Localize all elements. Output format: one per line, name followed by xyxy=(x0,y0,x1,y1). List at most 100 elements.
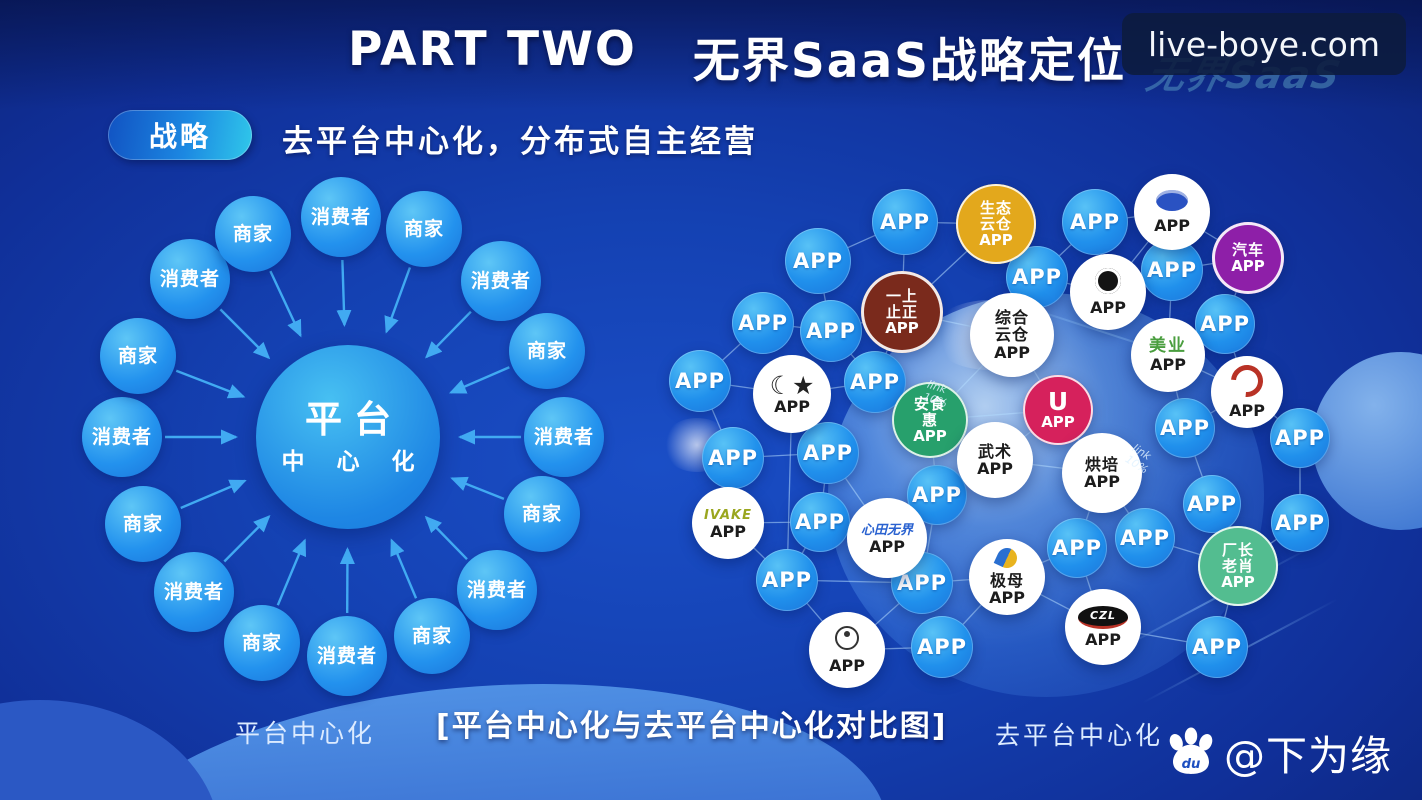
app-node-label: APP xyxy=(674,368,726,393)
app-node-label: 安食 xyxy=(913,394,946,413)
app-node-label: 云仓 xyxy=(979,214,1012,233)
participant-node-label: 商家 xyxy=(117,344,158,367)
app-node: APP xyxy=(756,549,818,611)
app-node: APP xyxy=(800,300,862,362)
app-node-label: APP xyxy=(849,369,901,394)
app-node-label: APP xyxy=(1150,354,1186,374)
app-node: APP xyxy=(907,465,967,525)
app-node: APP xyxy=(1271,494,1329,552)
app-node-label: 云仓 xyxy=(994,325,1029,345)
ivake-logo: IVAKE xyxy=(703,508,753,524)
app-node-label: 武术 xyxy=(977,441,1012,461)
participant-node-label: 商家 xyxy=(241,631,282,654)
app-node: APP xyxy=(1186,616,1248,678)
app-node: APP xyxy=(702,427,764,489)
app-node-label: 烘培 xyxy=(1084,454,1119,474)
participant-node-label: 消费者 xyxy=(470,269,531,292)
app-node-label: APP xyxy=(1090,298,1126,317)
author-watermark-text: @下为缘 xyxy=(1224,732,1392,780)
app-node-label: APP xyxy=(1159,415,1211,440)
participant-node-label: 消费者 xyxy=(466,578,527,601)
app-node-label: APP xyxy=(1051,535,1103,560)
spiral-logo xyxy=(1224,358,1270,404)
app-node-label: APP xyxy=(737,310,789,335)
left-diagram-label: 平台中心化 xyxy=(234,719,375,748)
person-logo xyxy=(835,626,859,656)
app-node-label: APP xyxy=(885,319,919,338)
app-node-label: APP xyxy=(879,209,931,234)
strategy-badge: 战略 xyxy=(108,110,252,160)
title-part: PART TWO xyxy=(348,22,637,77)
app-node-label: APP xyxy=(989,588,1025,608)
participant-node: 消费者 xyxy=(307,616,387,696)
app-node-label: APP xyxy=(794,509,846,534)
app-node: APP xyxy=(1115,508,1175,568)
app-node-label: 惠 xyxy=(921,410,938,429)
app-node-label: APP xyxy=(994,342,1030,362)
app-node: APP xyxy=(790,492,850,552)
participant-node: 消费者 xyxy=(150,239,230,319)
app-node-label: APP xyxy=(707,445,759,470)
branded-app-node: APP xyxy=(1211,356,1283,428)
app-node-label: APP xyxy=(911,482,963,507)
app-node: APP xyxy=(1183,475,1241,533)
participant-node: 消费者 xyxy=(524,397,604,477)
app-node-label: APP xyxy=(829,655,865,675)
app-node-label: APP xyxy=(869,537,905,557)
participant-node-label: 消费者 xyxy=(316,644,377,667)
app-node-label: APP xyxy=(1119,525,1171,550)
participant-node: 商家 xyxy=(509,313,585,389)
app-node-label: APP xyxy=(979,231,1013,250)
u-logo: U xyxy=(1047,387,1069,417)
comparison-caption: [平台中心化与去平台中心化对比图] xyxy=(436,709,948,744)
svg-text:du: du xyxy=(1182,757,1201,772)
participant-node: 商家 xyxy=(386,191,462,267)
meiye-logo: 美业 xyxy=(1149,336,1187,357)
app-node-label: APP xyxy=(1084,472,1120,491)
app-node-label: APP xyxy=(1146,257,1198,282)
branded-app-node: ☾★APP xyxy=(753,355,831,433)
participant-node-label: 商家 xyxy=(526,339,567,362)
participant-node: 商家 xyxy=(504,476,580,552)
app-node: APP xyxy=(844,351,906,413)
app-node-label: APP xyxy=(805,318,857,343)
participant-node: 消费者 xyxy=(461,241,541,321)
app-node-label: APP xyxy=(1085,630,1121,650)
participant-node: 消费者 xyxy=(301,177,381,257)
participant-node-label: 消费者 xyxy=(533,425,594,448)
app-node-label: APP xyxy=(1041,413,1075,432)
author-watermark: du @下为缘 xyxy=(1166,722,1392,782)
app-node-label: APP xyxy=(1199,311,1251,336)
app-node-label: APP xyxy=(1221,573,1255,592)
app-node-label: APP xyxy=(792,248,844,273)
app-node-label: 综合 xyxy=(994,308,1029,328)
app-node-label: APP xyxy=(1274,425,1326,450)
participant-node-label: 消费者 xyxy=(91,425,152,448)
xintian-logo: 心田无界 xyxy=(860,523,913,539)
app-node-label: APP xyxy=(761,567,813,592)
participant-node: 消费者 xyxy=(82,397,162,477)
app-node-label: APP xyxy=(1231,257,1265,275)
app-node: APP xyxy=(1195,294,1255,354)
app-node-label: APP xyxy=(1186,491,1238,516)
app-node: APP xyxy=(785,228,851,294)
participant-node-label: 消费者 xyxy=(163,580,224,603)
participant-node-label: 商家 xyxy=(232,222,273,245)
page-title: PART TWO 无界SaaS战略定位 xyxy=(348,22,1126,91)
participant-node-label: 消费者 xyxy=(310,205,371,228)
app-node-label: APP xyxy=(1191,634,1243,659)
app-node-label: APP xyxy=(802,440,854,465)
title-main: 无界SaaS战略定位 xyxy=(692,34,1127,89)
participant-node-label: 商家 xyxy=(122,512,163,535)
